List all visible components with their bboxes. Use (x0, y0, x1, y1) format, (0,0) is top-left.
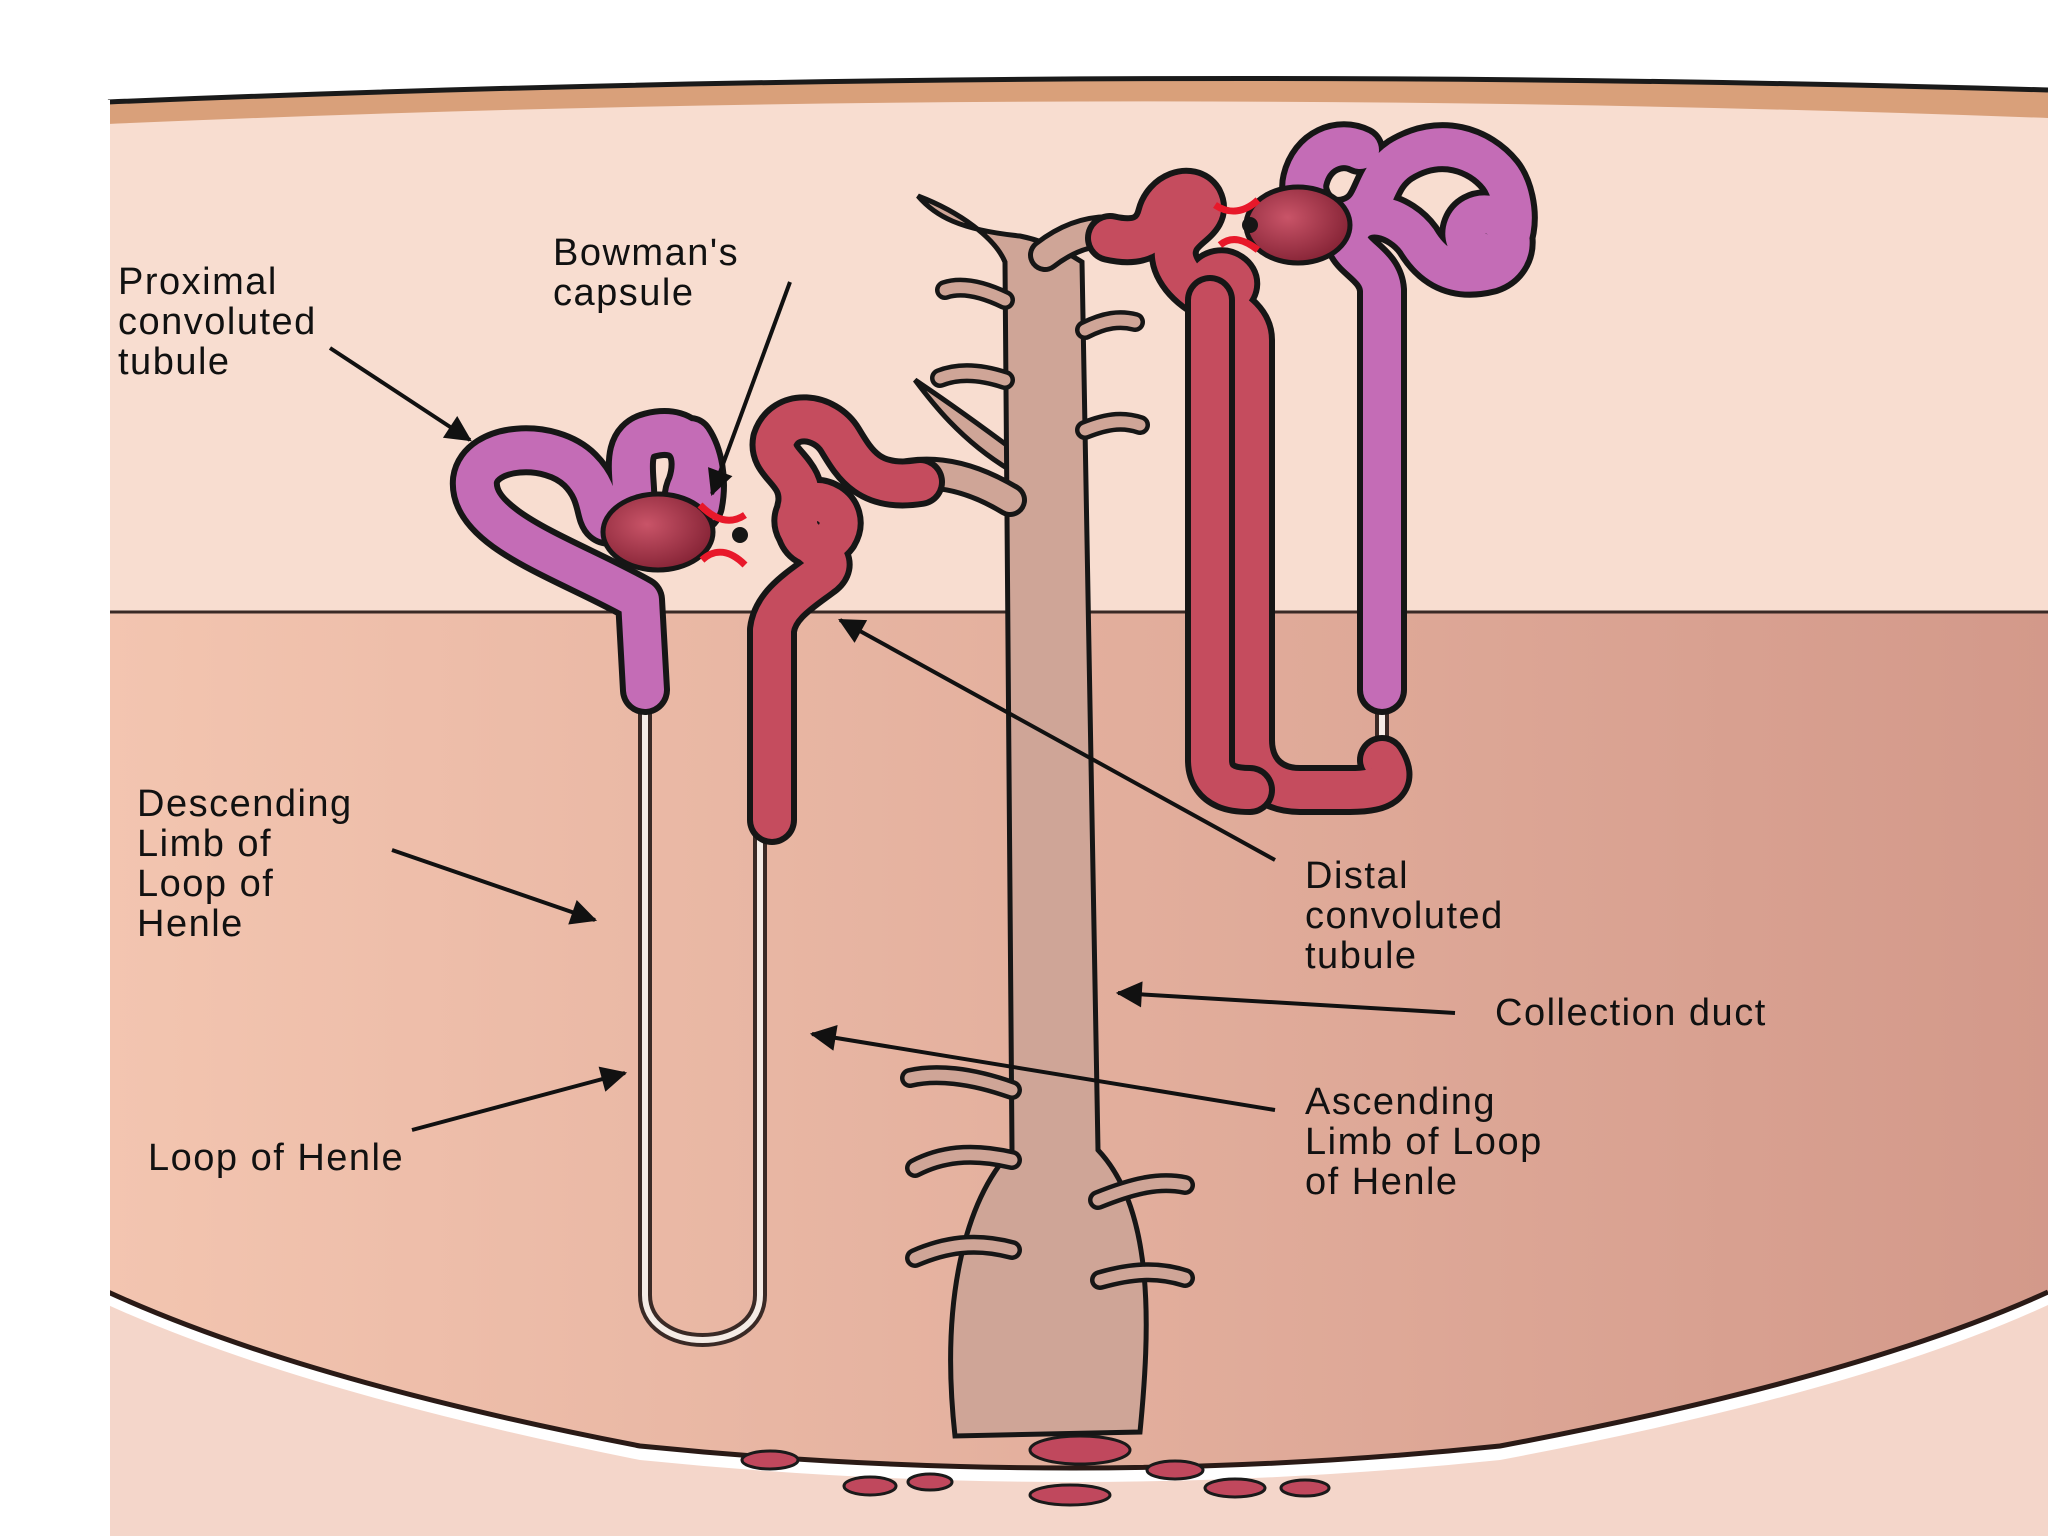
descending-limb-right (1191, 281, 1269, 809)
label-loop-of-henle: Loop of Henle (148, 1137, 404, 1179)
tissue-left-edge (104, 100, 110, 1536)
collecting-duct-body (916, 193, 1149, 1439)
arrow-collection (1115, 981, 1456, 1015)
tubule-opening (906, 1472, 954, 1492)
glomerulus-left (600, 491, 716, 573)
capsule-band (108, 78, 2048, 124)
arrow-bowmans (708, 281, 792, 497)
right-nephron (1085, 121, 1538, 815)
tubule-opening (1145, 1459, 1205, 1481)
arrow-distal (838, 618, 1276, 862)
tubule-opening (842, 1475, 898, 1497)
tubule-opening (1279, 1478, 1331, 1498)
arrow-descending (391, 848, 598, 925)
distal-tubule-left (753, 400, 939, 839)
labels: Bowman's capsule Proximal convoluted tub… (118, 232, 1767, 1203)
juxtaglomerular-point-right (1242, 217, 1258, 233)
label-distal-tubule: Distal convoluted tubule (1305, 855, 1516, 977)
afferent-arteriole-left (697, 502, 747, 524)
glomerulus-right (1243, 184, 1353, 266)
arrow-proximal (328, 346, 472, 442)
arrow-ascending (809, 1025, 1276, 1112)
left-nephron (449, 394, 945, 1347)
duct-branches (900, 277, 1195, 1290)
duct-branch-upper-left (913, 377, 1024, 474)
papilla-openings (740, 1434, 1331, 1507)
renal-pelvis (108, 1305, 2048, 1536)
leader-arrows (328, 281, 1456, 1132)
label-proximal-tubule: Proximal convoluted tubule (118, 261, 329, 383)
medulla-boundary (106, 1289, 2048, 1471)
afferent-arteriole-right (1213, 197, 1261, 215)
tubule-opening (740, 1449, 800, 1471)
label-bowmans-capsule: Bowman's capsule (553, 232, 751, 314)
capsule-outline (107, 75, 2048, 105)
duct-opening (1028, 1434, 1132, 1466)
tubule-opening (1028, 1483, 1112, 1507)
efferent-arteriole-right (1217, 236, 1261, 253)
arrow-loop (411, 1066, 628, 1132)
label-ascending-limb: Ascending Limb of Loop of Henle (1305, 1081, 1555, 1203)
label-descending-limb: Descending Limb of Loop of Henle (137, 783, 365, 945)
efferent-arteriole-left (699, 548, 748, 568)
label-collection-duct: Collection duct (1495, 992, 1767, 1034)
juxtaglomerular-point-left (732, 527, 748, 543)
tubule-opening (1203, 1477, 1267, 1499)
thin-loop-of-henle-left-core (642, 677, 763, 1343)
